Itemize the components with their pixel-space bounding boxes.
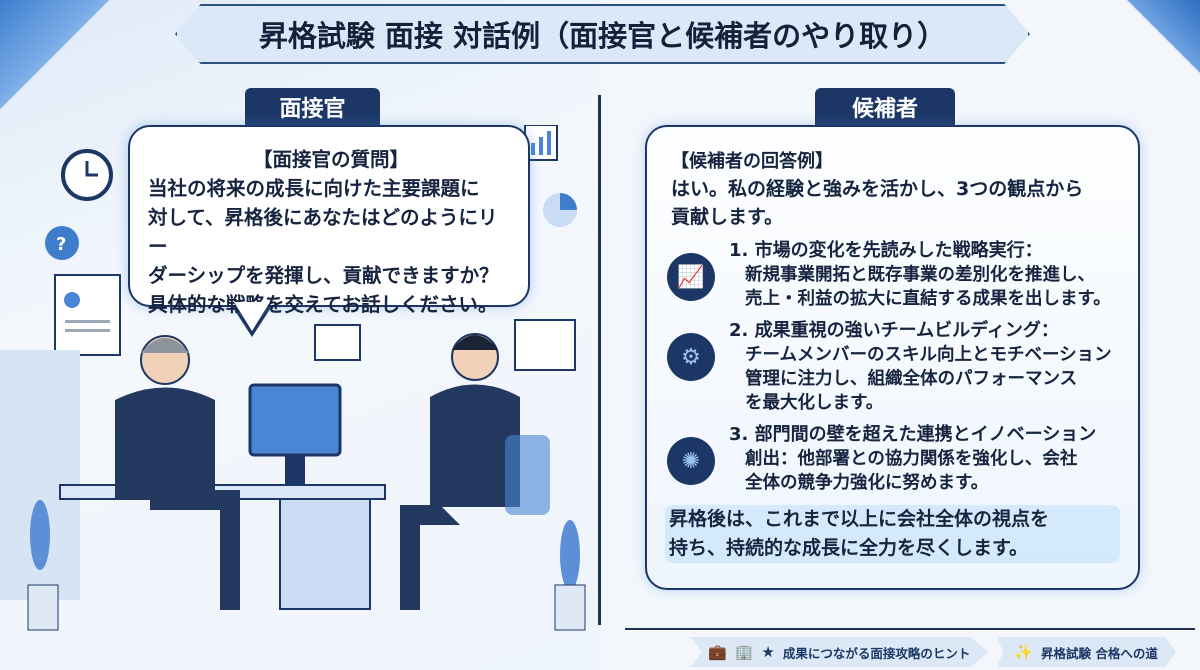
closing-statement: 昇格後は、これまで以上に会社全体の視点を 持ち、持続的な成長に全力を尽くします。: [665, 505, 1120, 563]
footer-item-path[interactable]: ✨ 昇格試験 合格への道: [996, 637, 1176, 667]
clock-icon: [61, 149, 113, 201]
pie-chart-icon: [543, 193, 577, 227]
closing-line: 持ち、持続的な成長に全力を尽くします。: [669, 537, 1029, 559]
footer-item-tips[interactable]: 💼 🏢 ★ 成果につながる面接攻略のヒント: [690, 637, 989, 667]
footer-divider: [625, 628, 1195, 630]
team-gear-icon: ⚙: [667, 333, 715, 381]
chart-board-icon: [514, 319, 576, 371]
page-title: 昇格試験 面接 対話例（面接官と候補者のやり取り）: [175, 4, 1030, 64]
point-line: 管理に注力し、組織全体のパフォーマンス: [745, 369, 1078, 389]
point-title: 1. 市場の変化を先読みした戦略実行：: [729, 240, 1043, 261]
point-line: 全体の競争力強化に努めます。: [745, 473, 989, 493]
point-line: 新規事業開拓と既存事業の差別化を推進し、: [745, 265, 1095, 285]
point-title: 2. 成果重視の強いチームビルディング：: [729, 320, 1059, 341]
answer-point-3: ✺ 3. 部門間の壁を超えた連携とイノベーション創出：他部署との協力関係を強化し…: [667, 423, 1120, 495]
speech-tail: [234, 302, 270, 331]
question-line: 具体的な戦略を交えてお話しください。: [148, 293, 498, 316]
point-title: 3. 部門間の壁を超えた連携とイノベーション: [729, 424, 1097, 445]
question-line: 当社の将来の成長に向けた主要課題に: [148, 177, 480, 200]
network-globe-icon: ✺: [667, 437, 715, 485]
footer-breadcrumb: 💼 🏢 ★ 成果につながる面接攻略のヒント ✨ 昇格試験 合格への道: [690, 634, 1200, 670]
divider: [598, 95, 601, 625]
star-icon: ★: [761, 643, 775, 661]
point-line: 創出：他部署との協力関係を強化し、会社: [745, 449, 1078, 469]
candidate-label: 候補者: [815, 88, 955, 126]
footer-label: 昇格試験 合格への道: [1041, 645, 1158, 661]
briefcase-icon: 💼: [708, 643, 727, 661]
svg-text:?: ?: [56, 234, 66, 255]
growth-chart-icon: 📈: [667, 253, 715, 301]
monitor: [248, 383, 342, 457]
point-line: チームメンバーのスキル向上とモチベーション: [745, 345, 1112, 365]
candidate-figure: [400, 333, 520, 610]
footer-label: 成果につながる面接攻略のヒント: [782, 645, 971, 661]
answer-point-1: 📈 1. 市場の変化を先読みした戦略実行： 新規事業開拓と既存事業の差別化を推進し…: [667, 239, 1120, 311]
chart-board-icon: [314, 324, 361, 361]
stairs-sparkle-icon: ✨: [1014, 643, 1034, 661]
question-line: ダーシップを発揮し、貢献できますか？: [148, 264, 499, 287]
point-line: 売上・利益の拡大に直結する成果を出します。: [745, 289, 1111, 309]
interviewer-label: 面接官: [245, 88, 380, 126]
interviewer-figure: [115, 335, 240, 610]
chair: [505, 435, 550, 515]
intro-line: 貢献します。: [671, 206, 784, 228]
question-heading: 【面接官の質問】: [252, 148, 409, 171]
document-icon: [54, 274, 121, 356]
interview-illustration: ?: [0, 125, 586, 631]
intro-line: はい。私の経験と強みを活かし、3つの観点から: [671, 178, 1084, 200]
decorative-corner: [0, 0, 120, 120]
decorative-corner: [1110, 0, 1200, 90]
candidate-answer-box: 【候補者の回答例】 はい。私の経験と強みを活かし、3つの観点から 貢献します。 …: [645, 125, 1140, 590]
closing-line: 昇格後は、これまで以上に会社全体の視点を: [669, 508, 1050, 530]
question-line: 対して、昇格後にあなたはどのようにリー: [148, 206, 498, 258]
point-line: を最大化します。: [745, 393, 884, 413]
plant: [27, 500, 586, 631]
interviewer-speech-bubble: 【面接官の質問】 当社の将来の成長に向けた主要課題に 対して、昇格後にあなたはど…: [128, 125, 530, 316]
answer-point-2: ⚙ 2. 成果重視の強いチームビルディング： チームメンバーのスキル向上とモチベー…: [667, 319, 1120, 415]
answer-heading: 【候補者の回答例】: [671, 151, 833, 172]
question-icon: ?: [45, 226, 79, 260]
building-icon: 🏢: [734, 643, 754, 661]
answer-intro: はい。私の経験と強みを活かし、3つの観点から 貢献します。: [671, 175, 1120, 231]
